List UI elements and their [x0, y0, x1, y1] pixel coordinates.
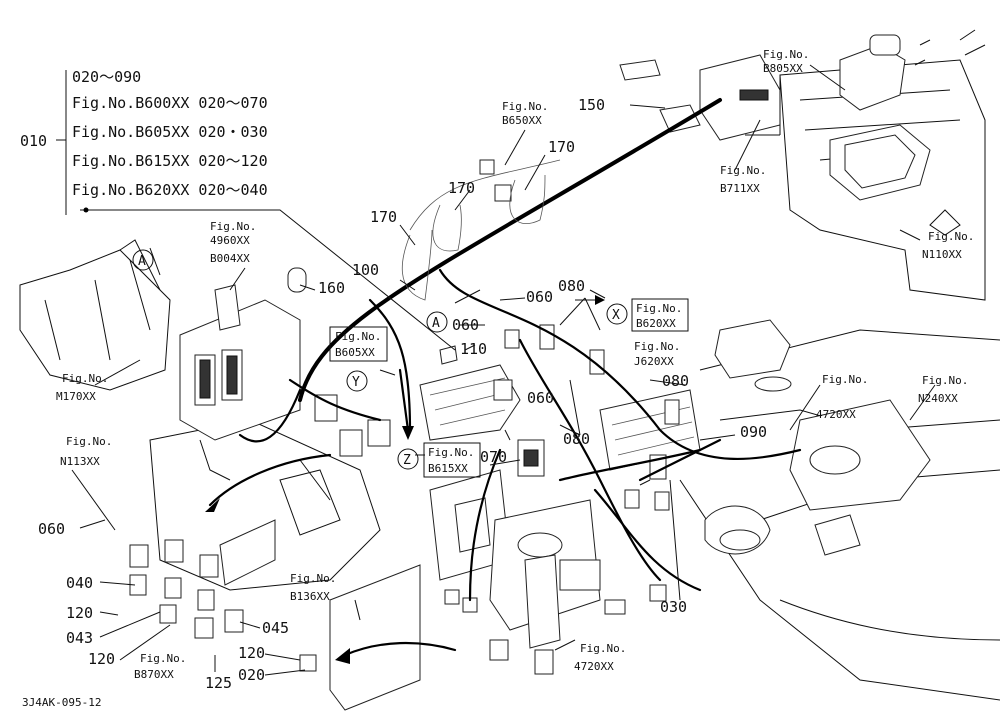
part-label-170-a: 170: [548, 138, 575, 156]
part-label-060-a: 060: [526, 288, 553, 306]
callout-a-top-label: A: [138, 254, 146, 269]
list-bullet: [83, 207, 89, 213]
list-row-b605: Fig.No.B605XX 020・030: [72, 123, 268, 141]
figref-4720-b: 4720XX: [574, 660, 614, 673]
figref-label: Fig.No.: [428, 446, 474, 459]
part-label-160: 160: [318, 279, 345, 297]
figref-label: Fig.No.: [763, 48, 809, 61]
drawing-code: 3J4AK-095-12: [22, 696, 101, 709]
frame-drawing: [19, 29, 1000, 711]
part-label-100: 100: [352, 261, 379, 279]
part-label-080-b: 080: [662, 372, 689, 390]
callout-x: [606, 303, 628, 325]
figref-label: Fig.No.: [580, 642, 626, 655]
figref-label: Fig.No.: [634, 340, 680, 353]
part-label-110: 110: [460, 340, 487, 358]
part-label-060-c: 060: [527, 389, 554, 407]
figref-m170: M170XX: [56, 390, 96, 403]
figref-label: Fig.No.: [720, 164, 766, 177]
list-row-b620: Fig.No.B620XX 020～040: [72, 181, 268, 199]
list-row-b615: Fig.No.B615XX 020～120: [72, 152, 268, 170]
figref-j620: J620XX: [634, 355, 674, 368]
figref-4960: 4960XX: [210, 234, 250, 247]
leader-lines: [56, 64, 936, 676]
part-label-020: 020: [238, 666, 265, 684]
callout-y-label: Y: [352, 375, 360, 390]
part-label-030: 030: [660, 598, 687, 616]
figref-n240: N240XX: [918, 392, 958, 405]
figref-box-b620: [631, 298, 689, 332]
figref-label: Fig.No.: [140, 652, 186, 665]
part-label-043: 043: [66, 629, 93, 647]
callout-z-label: Z: [403, 453, 411, 468]
list-row-b600: Fig.No.B600XX 020～070: [72, 94, 268, 112]
figref-label: Fig.No.: [290, 572, 336, 585]
part-label-125: 125: [205, 674, 232, 692]
figref-4720-a: 4720XX: [816, 408, 856, 421]
figref-b004: B004XX: [210, 252, 250, 265]
part-label-170-b: 170: [448, 179, 475, 197]
part-label-090: 090: [740, 423, 767, 441]
figref-b620: B620XX: [636, 317, 676, 330]
parts-list: 020～090 010 Fig.No.B600XX 020～070 Fig.No…: [20, 68, 268, 213]
callout-x-label: X: [612, 308, 620, 323]
callout-a-mid: [426, 311, 448, 333]
part-label-080-a: 080: [558, 277, 585, 295]
wire-harness: [238, 98, 802, 602]
figref-label: Fig.No.: [210, 220, 256, 233]
callout-a-mid-label: A: [432, 316, 440, 331]
figref-label: Fig.No.: [922, 374, 968, 387]
part-label-045: 045: [262, 619, 289, 637]
part-label-120-a: 120: [66, 604, 93, 622]
figref-b711: B711XX: [720, 182, 760, 195]
part-label-040: 040: [66, 574, 93, 592]
figref-box-b605: [329, 326, 388, 362]
figure-references: Fig.No. B805XX Fig.No. B650XX Fig.No. B7…: [56, 48, 974, 681]
figref-label: Fig.No.: [335, 330, 381, 343]
figref-b805: B805XX: [763, 62, 803, 75]
callouts: A A X Y Z: [132, 249, 628, 470]
figref-b615: B615XX: [428, 462, 468, 475]
part-label-070: 070: [480, 448, 507, 466]
part-label-150: 150: [578, 96, 605, 114]
callout-y: [346, 370, 368, 392]
callout-a-top: [132, 249, 154, 271]
list-header: 020～090: [72, 68, 141, 86]
part-label-120-c: 120: [238, 644, 265, 662]
part-label-080-c: 080: [563, 430, 590, 448]
part-label-120-b: 120: [88, 650, 115, 668]
part-label-170-c: 170: [370, 208, 397, 226]
figref-label: Fig.No.: [822, 373, 868, 386]
figref-label: Fig.No.: [66, 435, 112, 448]
figref-b136: B136XX: [290, 590, 330, 603]
figref-b870: B870XX: [134, 668, 174, 681]
figref-label: Fig.No.: [636, 302, 682, 315]
list-index: 010: [20, 132, 47, 150]
figref-label: Fig.No.: [928, 230, 974, 243]
figref-n110: N110XX: [922, 248, 962, 261]
figref-box-b615: [423, 442, 481, 478]
part-label-060-b: 060: [452, 316, 479, 334]
figref-label: Fig.No.: [62, 372, 108, 385]
callout-z: [397, 448, 419, 470]
figref-b605: B605XX: [335, 346, 375, 359]
figref-n113: N113XX: [60, 455, 100, 468]
part-label-060-d: 060: [38, 520, 65, 538]
figref-label: Fig.No.: [502, 100, 548, 113]
figref-b650: B650XX: [502, 114, 542, 127]
part-labels: 150 170 170 170 160 100 060 060 060 060 …: [38, 96, 767, 692]
